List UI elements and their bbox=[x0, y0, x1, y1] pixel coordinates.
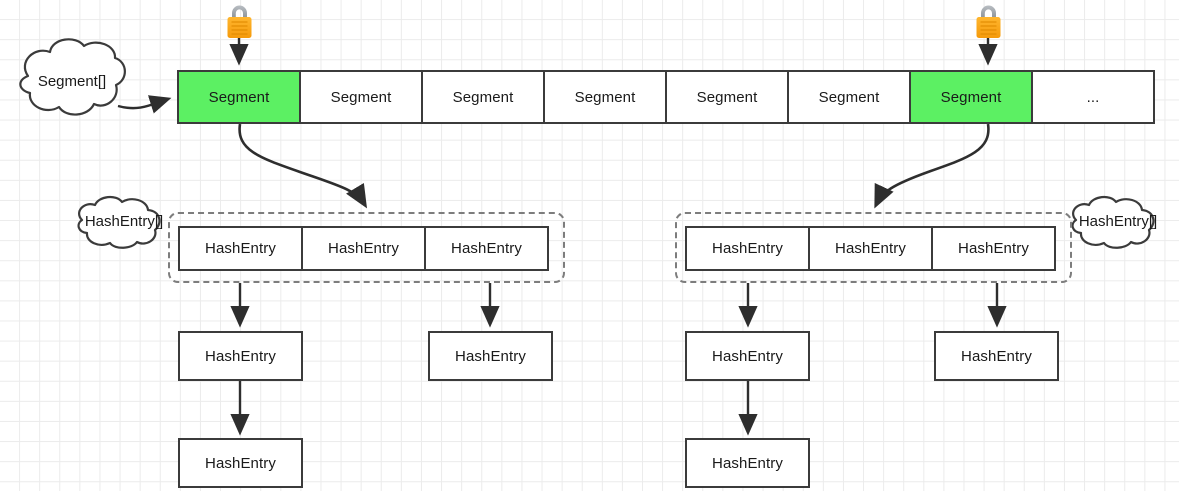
segment-cell-5[interactable]: Segment bbox=[787, 70, 911, 124]
hashentry-bucket-left-2[interactable]: HashEntry bbox=[424, 226, 549, 271]
segment-cell-3[interactable]: Segment bbox=[543, 70, 667, 124]
segment-cell-6[interactable]: Segment bbox=[909, 70, 1033, 124]
lock-icon bbox=[976, 5, 1001, 38]
hashentry-array-box-right bbox=[675, 212, 1072, 283]
lock-icon bbox=[227, 5, 252, 38]
hashentry-node-left-2-1[interactable]: HashEntry bbox=[428, 331, 553, 381]
hashentry-node-right-2-1[interactable]: HashEntry bbox=[934, 331, 1059, 381]
hashentry-bucket-row-left: HashEntry HashEntry HashEntry bbox=[178, 226, 549, 271]
hashentry-node-right-0-1[interactable]: HashEntry bbox=[685, 331, 810, 381]
hashentry-node-left-0-2[interactable]: HashEntry bbox=[178, 438, 303, 488]
hashentry-bucket-right-1[interactable]: HashEntry bbox=[808, 226, 933, 271]
hashentry-node-right-0-2[interactable]: HashEntry bbox=[685, 438, 810, 488]
hashentry-bucket-row-right: HashEntry HashEntry HashEntry bbox=[685, 226, 1056, 271]
arrow-cloud-to-segment-array bbox=[117, 95, 172, 114]
curve-segment0-to-hashentry-left bbox=[238, 123, 368, 209]
segment-array-row: Segment Segment Segment Segment Segment … bbox=[177, 70, 1155, 124]
hashentry-node-left-0-1[interactable]: HashEntry bbox=[178, 331, 303, 381]
hashentry-array-box-left bbox=[168, 212, 565, 283]
hashentry-bucket-left-0[interactable]: HashEntry bbox=[178, 226, 303, 271]
segment-cell-2[interactable]: Segment bbox=[421, 70, 545, 124]
segment-cell-1[interactable]: Segment bbox=[299, 70, 423, 124]
segment-cell-4[interactable]: Segment bbox=[665, 70, 789, 124]
hashentry-bucket-right-0[interactable]: HashEntry bbox=[685, 226, 810, 271]
hashentry-bucket-right-2[interactable]: HashEntry bbox=[931, 226, 1056, 271]
curve-segment6-to-hashentry-right bbox=[874, 123, 990, 209]
hashentry-bucket-left-1[interactable]: HashEntry bbox=[301, 226, 426, 271]
segment-cell-7-ellipsis[interactable]: ... bbox=[1031, 70, 1155, 124]
segment-cell-0[interactable]: Segment bbox=[177, 70, 301, 124]
cloud-shape-hashentry-array-left bbox=[77, 195, 161, 249]
cloud-shape-hashentry-array-right bbox=[1071, 195, 1155, 249]
cloud-shape-segment-array bbox=[19, 38, 126, 116]
